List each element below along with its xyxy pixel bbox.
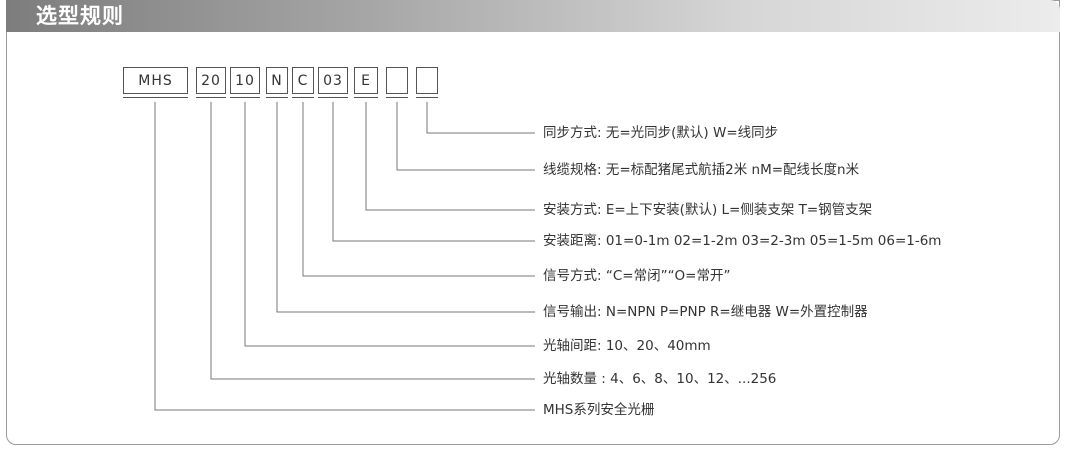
code-box-signal-mode: C <box>292 67 314 98</box>
desc-install-mode: 安装方式: E=上下安装(默认) L=侧装支架 T=钢管支架 <box>543 202 873 218</box>
code-box-signal-output: N <box>266 67 288 98</box>
code-box-cable-spec <box>386 67 408 98</box>
desc-series: MHS系列安全光栅 <box>543 402 655 418</box>
desc-cable-spec: 线缆规格: 无=标配猪尾式航插2米 nM=配线长度n米 <box>543 162 860 178</box>
connector-series <box>154 102 535 411</box>
desc-axis-count: 光轴数量 : 4、6、8、10、12、...256 <box>543 371 777 387</box>
desc-install-distance: 安装距离: 01=0-1m 02=1-2m 03=2-3m 05=1-5m 06… <box>543 233 942 249</box>
connector-axis-count <box>210 102 535 380</box>
connector-signal-output <box>276 102 535 313</box>
code-box-axis-spacing: 10 <box>230 67 260 98</box>
code-box-install-distance: 03 <box>318 67 348 98</box>
section-title: 选型规则 <box>36 4 124 28</box>
connector-install-distance <box>332 102 535 242</box>
connector-axis-spacing <box>244 102 535 347</box>
code-box-install-mode: E <box>354 67 378 98</box>
connector-cable <box>396 102 535 171</box>
connector-signal-mode <box>302 102 535 277</box>
connector-install-mode <box>365 102 535 211</box>
desc-signal-mode: 信号方式: “C=常闭”“O=常开” <box>543 268 731 284</box>
desc-sync-mode: 同步方式: 无=光同步(默认) W=线同步 <box>543 125 779 141</box>
code-box-sync-mode <box>416 67 438 98</box>
connector-sync <box>426 102 535 134</box>
code-box-axis-count: 20 <box>196 67 226 98</box>
code-box-series: MHS <box>123 67 188 98</box>
section-header: 选型规则 <box>6 0 1060 32</box>
desc-axis-spacing: 光轴间距: 10、20、40mm <box>543 338 711 354</box>
desc-signal-output: 信号输出: N=NPN P=PNP R=继电器 W=外置控制器 <box>543 304 868 320</box>
